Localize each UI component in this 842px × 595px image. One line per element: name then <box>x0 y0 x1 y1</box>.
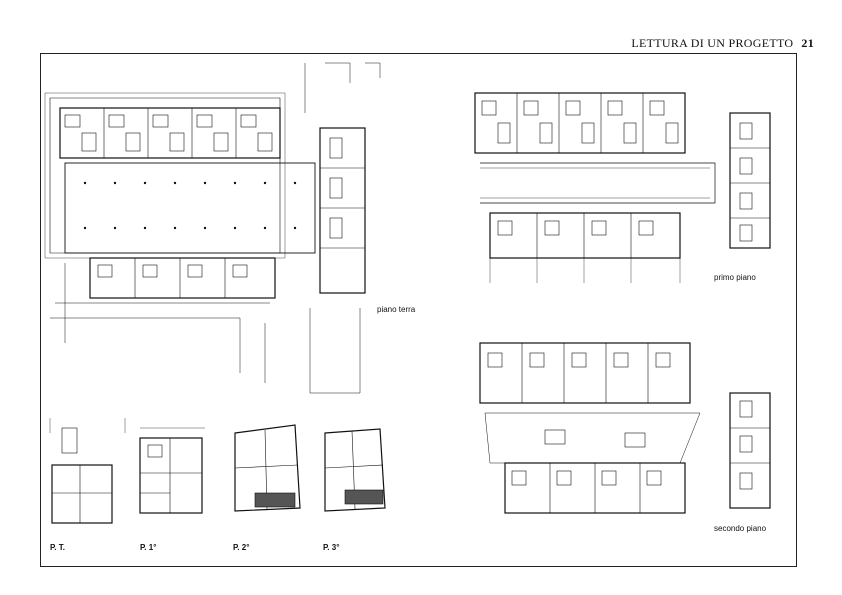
ground-floor-label: piano terra <box>377 305 416 314</box>
unit-plan-first <box>139 427 205 514</box>
ground-floor-plan <box>44 62 381 394</box>
running-header: LETTURA DI UN PROGETTO 21 <box>631 36 814 51</box>
first-floor-plan <box>474 92 771 283</box>
unit-plan-second <box>234 424 301 512</box>
unit-plan-third-label: P. 3° <box>323 543 340 552</box>
second-floor-label: secondo piano <box>714 524 767 533</box>
unit-plans <box>49 418 386 524</box>
unit-plan-third <box>324 428 386 512</box>
unit-plan-ground <box>49 418 126 524</box>
unit-plan-first-label: P. 1° <box>140 543 157 552</box>
first-floor-label: primo piano <box>714 273 756 282</box>
page-number: 21 <box>801 36 814 50</box>
architectural-drawings <box>44 62 771 524</box>
unit-plan-ground-label: P. T. <box>50 543 65 552</box>
unit-plan-second-label: P. 2° <box>233 543 250 552</box>
second-floor-plan <box>479 342 771 514</box>
content-frame <box>40 53 797 567</box>
header-title: LETTURA DI UN PROGETTO <box>631 36 794 50</box>
